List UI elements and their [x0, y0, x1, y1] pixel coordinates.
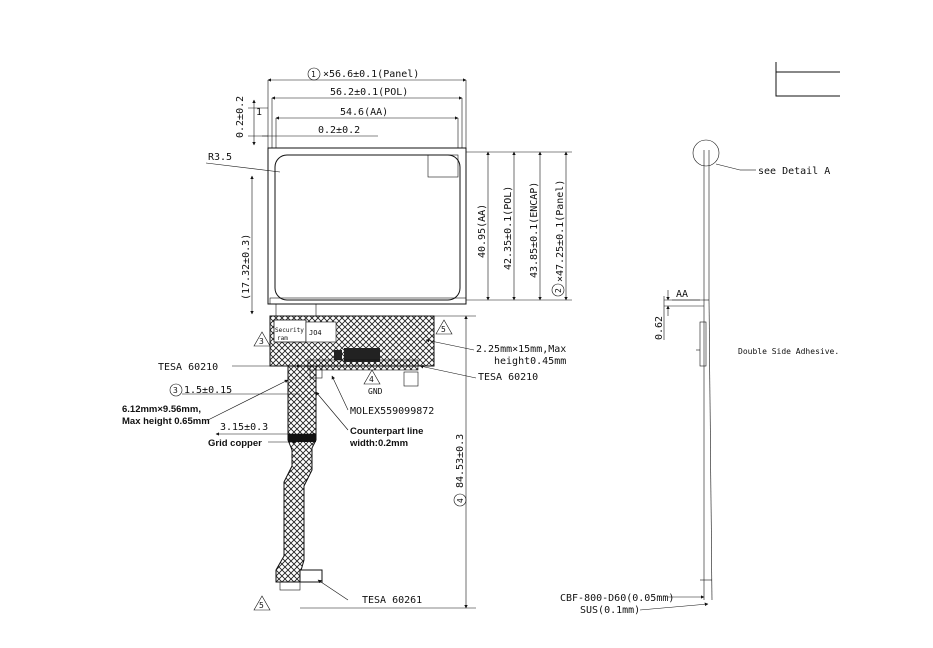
callout-4	[453, 493, 467, 507]
detail-a-circle	[692, 139, 720, 167]
tail-connector	[299, 569, 323, 583]
tesa-bottom-label: TESA 60261	[362, 595, 422, 606]
dim-3-label: 1.5±0.15	[184, 385, 232, 396]
callout-2	[551, 283, 565, 297]
left-dim-label: (17.32±0.3)	[241, 234, 252, 300]
sus-label: SUS(0.1mm)	[580, 605, 640, 616]
offset-h-label: 0.2±0.2	[318, 125, 360, 136]
conn-note-1: 6.12mm×9.56mm,	[122, 404, 201, 415]
detail-a-label: see Detail A	[758, 166, 830, 177]
callout-4-num: 4	[456, 498, 465, 503]
cbf-label: CBF-800-D60(0.05mm)	[560, 593, 674, 604]
pcb-label-2: ram	[277, 335, 288, 342]
gnd-triangle	[363, 369, 381, 385]
callout-1	[307, 67, 321, 81]
width-panel-label: ×56.6±0.1(Panel)	[323, 69, 419, 80]
panel-outline	[267, 147, 467, 305]
pcb-label-3: JO4	[309, 329, 322, 337]
offset-v-label: 0.2±0.2	[235, 96, 246, 138]
offset-one-label: 1	[256, 107, 262, 118]
callout-3-num: 3	[173, 386, 178, 395]
callout-2-num: 2	[554, 288, 563, 293]
triangle-5-bottom	[253, 595, 271, 611]
tesa-left-label: TESA 60210	[158, 362, 218, 373]
triangle-5-bottom-num: 5	[259, 601, 264, 610]
height-aa-label: 40.95(AA)	[477, 204, 488, 258]
gnd-label: GND	[368, 387, 383, 396]
callout-1-num: 1	[311, 70, 316, 79]
comp-note-1: 2.25mm×15mm,Max	[476, 344, 566, 355]
adhesive-label: Double Side Adhesive.	[738, 347, 839, 356]
title-block-corner	[775, 62, 840, 97]
conn-note-2: Max height 0.65mm	[122, 416, 210, 427]
triangle-3-num: 3	[259, 337, 264, 346]
radius-label: R3.5	[208, 152, 232, 163]
active-area	[274, 154, 461, 301]
grid-copper-label: Grid copper	[208, 438, 262, 449]
height-panel-label: ×47.25±0.1(Panel)	[555, 180, 566, 282]
corner-patch	[427, 154, 459, 178]
gnd-num: 4	[369, 375, 374, 384]
height-pol-label: 42.35±0.1(POL)	[503, 186, 514, 270]
callout-3	[169, 383, 183, 397]
height-total-label: 84.53±0.3	[455, 434, 466, 488]
molex-label: MOLEX559099872	[350, 406, 434, 417]
triangle-3	[253, 331, 271, 347]
counterpart-2: width:0.2mm	[349, 438, 408, 449]
comp-note-2: height0.45mm	[494, 356, 566, 367]
fpc-tail	[275, 365, 317, 583]
aa-label: AA	[676, 289, 688, 300]
height-encap-label: 43.85±0.1(ENCAP)	[529, 182, 540, 278]
width-pol-label: 56.2±0.1(POL)	[330, 87, 408, 98]
triangle-5-top-num: 5	[441, 325, 446, 334]
dim-062-label: 0.62	[654, 316, 665, 340]
width-aa-label: 54.6(AA)	[340, 107, 388, 118]
triangle-5-top	[435, 319, 453, 335]
counterpart-1: Counterpart line	[350, 426, 423, 437]
pcb-label-1: Security	[275, 327, 304, 334]
tesa-right-label: TESA 60210	[478, 372, 538, 383]
dim-315-label: 3.15±0.3	[220, 422, 268, 433]
